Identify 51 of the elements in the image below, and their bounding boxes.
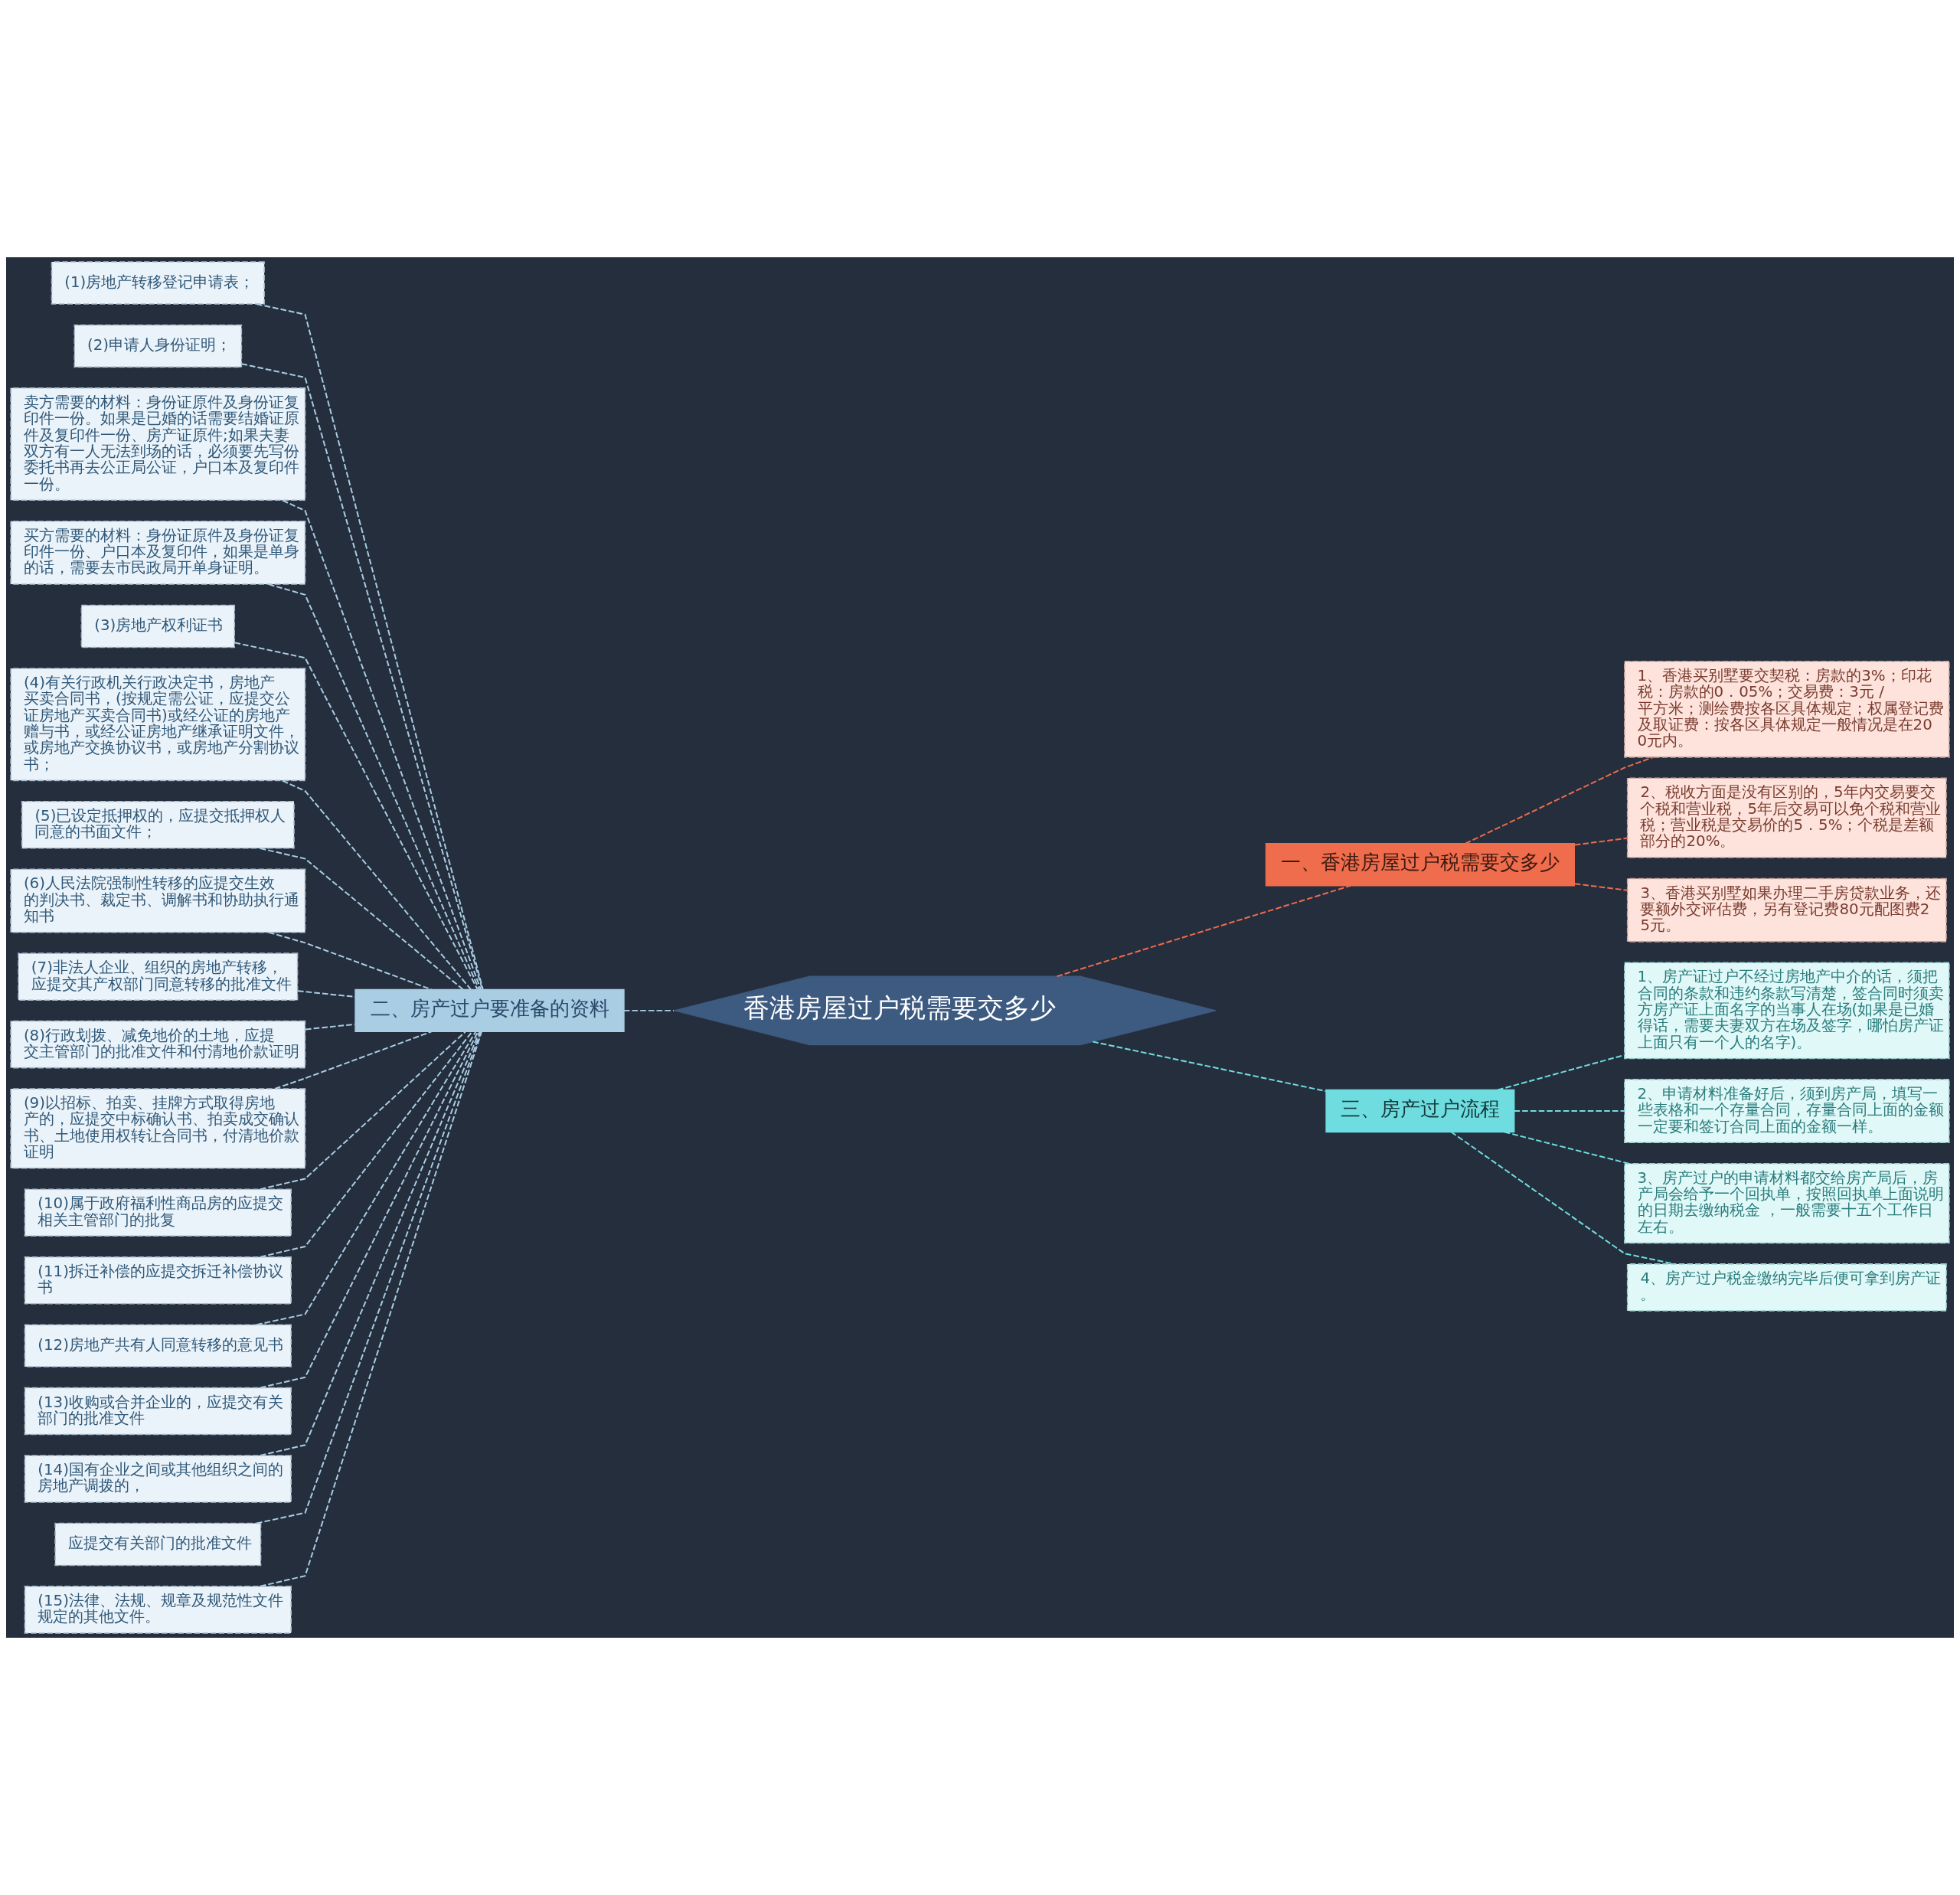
connector <box>1092 1041 1327 1093</box>
node-box: (11)拆迁补偿的应提交拆迁补偿协议书 <box>24 1256 292 1305</box>
node-box: (9)以招标、拍卖、挂牌方式取得房地产的，应提交中标确认书、拍卖成交确认书、土地使用权转让合同书，付清地价款证明 <box>10 1088 306 1169</box>
node-box: (8)行政划拨、减免地价的土地，应提交主管部门的批准文件和付清地价款证明 <box>10 1020 306 1069</box>
connector <box>1513 1110 1625 1112</box>
node-box: 2、申请材料准备好后，须到房产局，填写一些表格和一个存量合同，存量合同上面的金额一定要和签订合同上面的金额一样。 <box>1624 1079 1950 1143</box>
node-box: 2、税收方面是没有区别的，5年内交易要交个税和营业税，5年后交易可以免个税和营业税；营业税是交易价的5．5%；个税是差额部分的20%。 <box>1626 777 1947 858</box>
connector <box>256 1031 477 1326</box>
node-box: 1、香港买别墅要交契税：房款的3%；印花税：房款的0．05%；交易费：3元 / 平方米；测绘费按各区具体规定；权属登记费及取证费：按各区具体规定一般情况是在200元内。 <box>1624 661 1950 758</box>
connector <box>281 779 472 991</box>
node-box: 4、房产过户税金缴纳完毕后便可拿到房产证。 <box>1626 1263 1947 1312</box>
connector <box>622 1009 675 1011</box>
node-box: 卖方需要的材料：身份证原件及身份证复印件一份。如果是已婚的话需要结婚证原件及复印件一份、房产证原件;如果夫妻双方有一人无法到场的话，必须要先写份委托书再去公正局公证，户口本及复印件一份。 <box>10 387 306 502</box>
connector <box>234 642 479 990</box>
node-box: (14)国有企业之间或其他组织之间的房地产调拨的， <box>24 1455 292 1503</box>
node-box: (7)非法人企业、组织的房地产转移，应提交其产权部门同意转移的批准文件 <box>18 952 299 1001</box>
connector <box>274 1031 433 1090</box>
connector <box>297 990 356 998</box>
node-box: (6)人民法院强制性转移的应提交生效的判决书、裁定书、调解书和协助执行通知书 <box>10 868 306 933</box>
connector <box>259 1031 479 1389</box>
connector <box>267 583 480 991</box>
node-box: 3、房产过户的申请材料都交给房产局后，房产局会给予一个回执单，按照回执单上面说明的日期去缴纳税金 ，一般需要十五个工作日左右。 <box>1624 1162 1950 1244</box>
node-box: 二、房产过户要准备的资料 <box>354 988 625 1033</box>
node-box: (15)法律、法规、规章及规范性文件规定的其他文件。 <box>24 1586 292 1634</box>
node-box: 应提交有关部门的批准文件 <box>54 1522 262 1567</box>
node-box: 3、香港买别墅如果办理二手房贷款业务，还要额外交评估费，另有登记费80元配图费25元。 <box>1626 877 1947 943</box>
node-box: (5)已设定抵押权的，应提交抵押权人同意的书面文件； <box>21 801 295 849</box>
connector <box>267 931 433 991</box>
node-box: (1)房地产转移登记申请表； <box>51 261 265 305</box>
connector <box>259 1031 473 1258</box>
node-box: (12)房地产共有人同意转移的意见书 <box>24 1324 292 1367</box>
node-box: 1、房产证过户不经过房地产中介的话，须把合同的条款和违约条款写清楚，签合同时须卖方房产证上面名字的当事人在场(如果是已婚得话，需要夫妻双方在场及签字，哪怕房产证上面只有一个人的名字)。 <box>1624 962 1950 1060</box>
node-box: 一、香港房屋过户税需要交多少 <box>1265 842 1575 887</box>
node-box: (4)有关行政机关行政决定书，房地产买卖合同书，(按规定需公证，应提交公证房地产买卖合同书)或经公证的房地产赠与书，或经公证房地产继承证明文件，或房地产交换协议书，或房地产分割协议书； <box>10 668 306 782</box>
node-box: (13)收购或合并企业的，应提交有关部门的批准文件 <box>24 1387 292 1436</box>
connector <box>1504 1131 1630 1165</box>
node-box: (2)申请人身份证明； <box>74 324 243 368</box>
connector <box>1465 756 1655 845</box>
connector <box>281 499 482 991</box>
node-box: (3)房地产权利证书 <box>80 604 235 649</box>
connector <box>1573 837 1628 846</box>
connector <box>259 1031 481 1456</box>
node-box: 三、房产过户流程 <box>1325 1089 1515 1133</box>
connector <box>259 1031 466 1191</box>
connector <box>1573 883 1628 891</box>
connector <box>1497 1054 1625 1091</box>
connector <box>1056 884 1352 978</box>
node-box: (10)属于政府福利性商品房的应提交相关主管部门的批复 <box>24 1188 292 1237</box>
connector <box>259 847 464 991</box>
connector <box>305 1023 356 1031</box>
node-box: 买方需要的材料：身份证原件及身份证复印件一份、户口本及复印件，如果是单身的话，需要去市民政局开单身证明。 <box>10 520 306 585</box>
